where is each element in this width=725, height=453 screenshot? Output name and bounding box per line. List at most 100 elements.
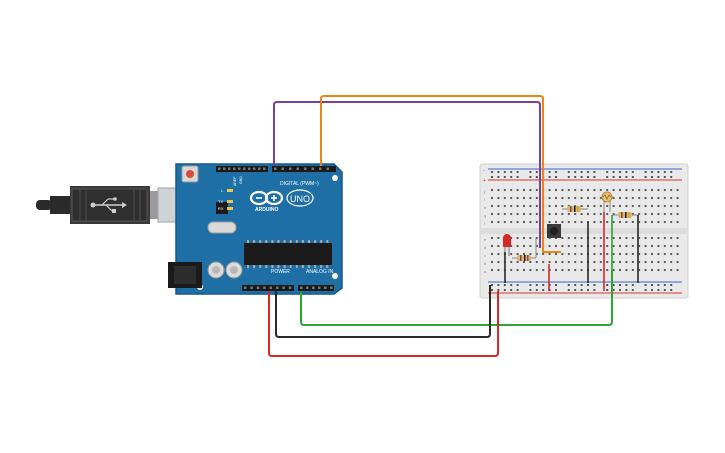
wire-black[interactable] [275,285,491,338]
terminal-hole [651,197,653,199]
terminal-hole [561,261,564,263]
terminal-hole [612,189,615,191]
terminal-hole [491,261,493,263]
terminal-hole [516,261,519,263]
terminal-hole [663,269,666,271]
terminal-hole [631,205,634,207]
terminal-hole [587,189,589,191]
rail-hole [631,171,634,173]
rail-hole [657,289,660,291]
rail-hole [663,176,666,178]
rail-hole [587,289,589,291]
terminal-hole [612,237,615,239]
terminal-hole [580,213,583,215]
terminal-hole [593,205,596,207]
rail-hole [619,284,621,286]
terminal-hole [503,205,506,207]
rail-hole [651,289,653,291]
rail-hole [567,171,570,173]
terminal-hole [651,221,653,223]
resistor-button[interactable] [562,206,588,212]
digital-header[interactable] [216,166,336,172]
red-led[interactable] [503,234,511,256]
terminal-hole [503,189,506,191]
l-led-label: L [221,188,224,193]
terminal-hole [651,237,653,239]
terminal-hole [574,213,577,215]
terminal-hole [529,245,532,247]
terminal-hole [631,269,634,271]
resistor-ldr[interactable] [612,212,638,218]
terminal-hole [580,245,583,247]
terminal-hole [561,205,564,207]
header-pin [274,167,277,170]
terminal-hole [529,189,532,191]
chip-pin [295,265,298,268]
breadboard[interactable]: - + j i h g f e d c b a [479,163,689,299]
rail-hole [631,176,634,178]
chip-pin [247,240,249,243]
row-letter-c: c [484,253,486,258]
terminal-hole [529,213,532,215]
rail-hole [567,289,570,291]
rail-hole [619,176,621,178]
terminal-hole [663,253,666,255]
terminal-hole [619,205,621,207]
rail-hole [510,284,513,286]
terminal-hole [593,189,596,191]
terminal-hole [574,221,577,223]
wire-red[interactable] [268,291,499,357]
terminal-hole [663,213,666,215]
wire-green[interactable] [300,270,613,326]
resistor-led[interactable] [512,255,536,261]
rail-hole [535,289,538,291]
terminal-hole [535,253,538,255]
rail-hole [542,289,545,291]
terminal-hole [523,221,525,223]
header-pin [300,286,303,289]
terminal-hole [593,261,596,263]
rail-minus-label: - [483,168,485,174]
rail-hole [574,289,577,291]
rail-hole [612,171,615,173]
bottom-header-pins [244,286,333,289]
terminal-hole [561,221,564,223]
terminal-hole [542,253,545,255]
rail-hole [644,284,647,286]
rail-hole [516,171,519,173]
rail-hole [503,171,506,173]
rail-hole [593,171,596,173]
chip-pin [308,265,310,268]
terminal-hole [510,261,513,263]
terminal-hole [542,261,545,263]
terminal-hole [510,213,513,215]
terminal-hole [638,269,641,271]
terminal-hole [657,213,660,215]
pushbutton[interactable] [547,224,561,238]
rail-plus-label: + [483,178,486,184]
rail-hole [529,171,532,173]
usb-cable [36,186,189,224]
wire-orange[interactable] [320,95,561,253]
photoresistor[interactable] [601,191,613,212]
row-letter-j: j [483,189,485,194]
terminal-hole [529,237,532,239]
rail-hole [619,171,621,173]
terminal-hole [497,189,500,191]
terminal-hole [644,253,647,255]
terminal-hole [510,205,513,207]
rail-hole [606,289,609,291]
terminal-hole [529,205,532,207]
terminal-hole [567,253,570,255]
power-analog-header[interactable] [242,285,334,291]
terminal-hole [651,213,653,215]
chip-pin [277,240,280,243]
terminal-hole [593,197,596,199]
wire-purple[interactable] [273,101,541,248]
header-pin [253,167,256,170]
terminal-hole [651,261,653,263]
terminal-hole [567,205,570,207]
arduino-uno-board[interactable]: L TX RX ARDUINO UNO DIGITAL [168,163,343,295]
reset-button[interactable] [181,165,199,183]
terminal-hole [606,237,609,239]
